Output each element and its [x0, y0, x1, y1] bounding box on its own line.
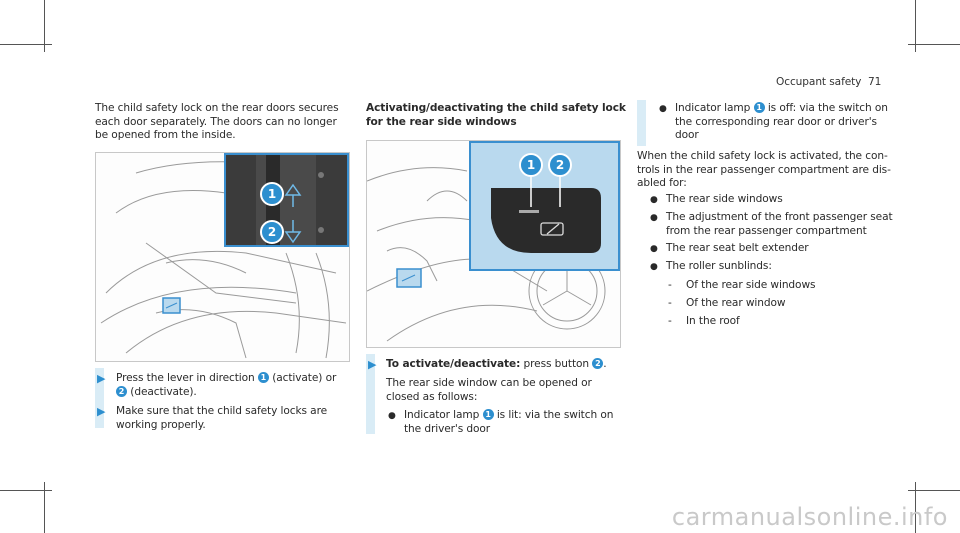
callout-1: 1 — [260, 182, 284, 206]
header-section-title: Occupant safety — [776, 76, 862, 88]
callout-2: 2 — [260, 220, 284, 244]
watermark-text: carmanualsonline.info — [671, 503, 948, 531]
page-number: 71 — [868, 76, 882, 88]
step-highlight-bar — [366, 354, 375, 434]
step2-text: Make sure that the child safety locks ar… — [116, 405, 328, 431]
callout-1: 1 — [519, 153, 543, 177]
list-item: The rear seat belt extender — [666, 242, 809, 254]
bullet: ● — [650, 213, 658, 223]
paragraph: When the child safety lock is activated,… — [637, 150, 891, 190]
number-badge: 1 — [257, 372, 269, 383]
door-lock-inset: 1 2 — [224, 153, 349, 247]
dash-bullet: - — [668, 297, 672, 309]
crop-mark — [44, 0, 45, 52]
bullet: ● — [650, 244, 658, 254]
crop-mark — [0, 490, 52, 491]
step-paragraph: The rear side window can be opened or cl… — [386, 377, 592, 403]
activate-step: To activate/deactivate: press button 2. — [386, 358, 607, 370]
dashboard-illustration — [367, 167, 606, 342]
crop-mark — [915, 0, 916, 52]
list-item: The roller sunblinds: — [666, 260, 772, 272]
bullet-item: Indicator lamp 1 is off: via the switch … — [675, 102, 888, 142]
crop-mark — [908, 44, 960, 45]
step-arrow-icon: ▶ — [97, 372, 106, 385]
sub-list-item: Of the rear window — [686, 297, 786, 309]
step-highlight-bar — [95, 368, 104, 428]
switch-panel-inset: 1 2 — [469, 141, 620, 271]
door-figure: 1 2 — [95, 152, 350, 362]
bullet: ● — [650, 195, 658, 205]
step-arrow-icon: ▶ — [97, 405, 106, 418]
number-badge: 2 — [592, 358, 604, 369]
intro-paragraph: The child safety lock on the rear doors … — [95, 102, 339, 142]
sub-list-item: In the roof — [686, 315, 740, 327]
list-item: The adjustment of the front passenger se… — [666, 211, 893, 237]
bullet-item: Indicator lamp 1 is lit: via the switch … — [404, 409, 614, 435]
list-item: The rear side windows — [666, 193, 783, 205]
dash-bullet: - — [668, 315, 672, 327]
step-highlight-bar — [637, 100, 646, 146]
step-arrow-icon: ▶ — [368, 358, 377, 371]
crop-mark — [44, 482, 45, 533]
dashboard-figure: 1 2 — [366, 140, 621, 348]
door-illustration — [100, 161, 347, 359]
crop-mark — [0, 44, 52, 45]
bullet: ● — [659, 104, 667, 114]
step1-text: Press the lever in direction 1 (activate… — [116, 372, 337, 398]
crop-mark — [915, 482, 916, 533]
bullet: ● — [388, 411, 396, 421]
sub-list-item: Of the rear side windows — [686, 279, 816, 291]
bullet: ● — [650, 262, 658, 272]
number-badge: 2 — [116, 385, 127, 397]
callout-2: 2 — [548, 153, 572, 177]
number-badge: 1 — [753, 102, 765, 113]
number-badge: 1 — [482, 409, 494, 420]
section-heading: Activating/deactivating the child safety… — [366, 102, 626, 128]
crop-mark — [908, 490, 960, 491]
dash-bullet: - — [668, 279, 672, 291]
